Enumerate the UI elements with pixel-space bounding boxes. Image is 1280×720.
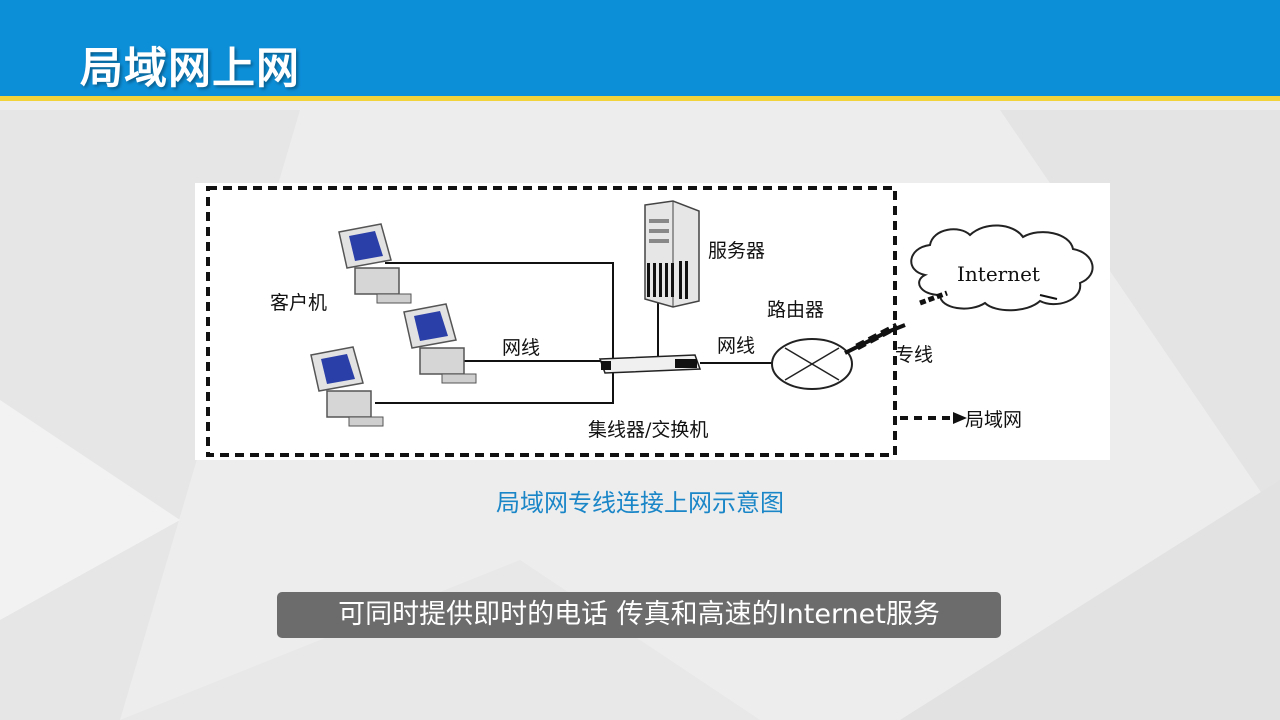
client-computer-icon: [403, 303, 477, 384]
cloud-connector: [919, 290, 1058, 306]
client-computer-icon: [310, 346, 384, 427]
leased-line: [844, 322, 906, 355]
client-computer-icon: [338, 223, 412, 304]
router-label: 路由器: [767, 299, 825, 321]
server-label: 服务器: [708, 240, 766, 262]
internet-label: Internet: [957, 262, 1040, 286]
client-label: 客户机: [270, 292, 328, 314]
title-bar: 局域网上网: [0, 0, 1280, 101]
lan-label: 局域网: [965, 409, 1023, 431]
video-subtitle: 可同时提供即时的电话 传真和高速的Internet服务: [277, 592, 1001, 638]
router-icon: [771, 338, 853, 390]
internet-cloud-icon: [910, 224, 1094, 312]
hub-switch-icon: [598, 354, 702, 374]
cables: [375, 262, 775, 404]
server-icon: [644, 200, 700, 308]
cable-label-right: 网线: [717, 335, 756, 357]
leased-line-label: 专线: [895, 344, 934, 366]
hub-switch-label: 集线器/交换机: [588, 419, 709, 441]
diagram-drawing: [206, 186, 1094, 457]
network-diagram: 服务器 客户机 路由器 Internet 网线 网线 专线 集线器/交换机 局域…: [195, 183, 1110, 460]
diagram-caption: 局域网专线连接上网示意图: [496, 489, 784, 517]
lan-legend-arrow: [900, 412, 967, 424]
lan-boundary: [206, 186, 897, 457]
page-title: 局域网上网: [80, 44, 300, 94]
cable-label-left: 网线: [502, 337, 541, 359]
